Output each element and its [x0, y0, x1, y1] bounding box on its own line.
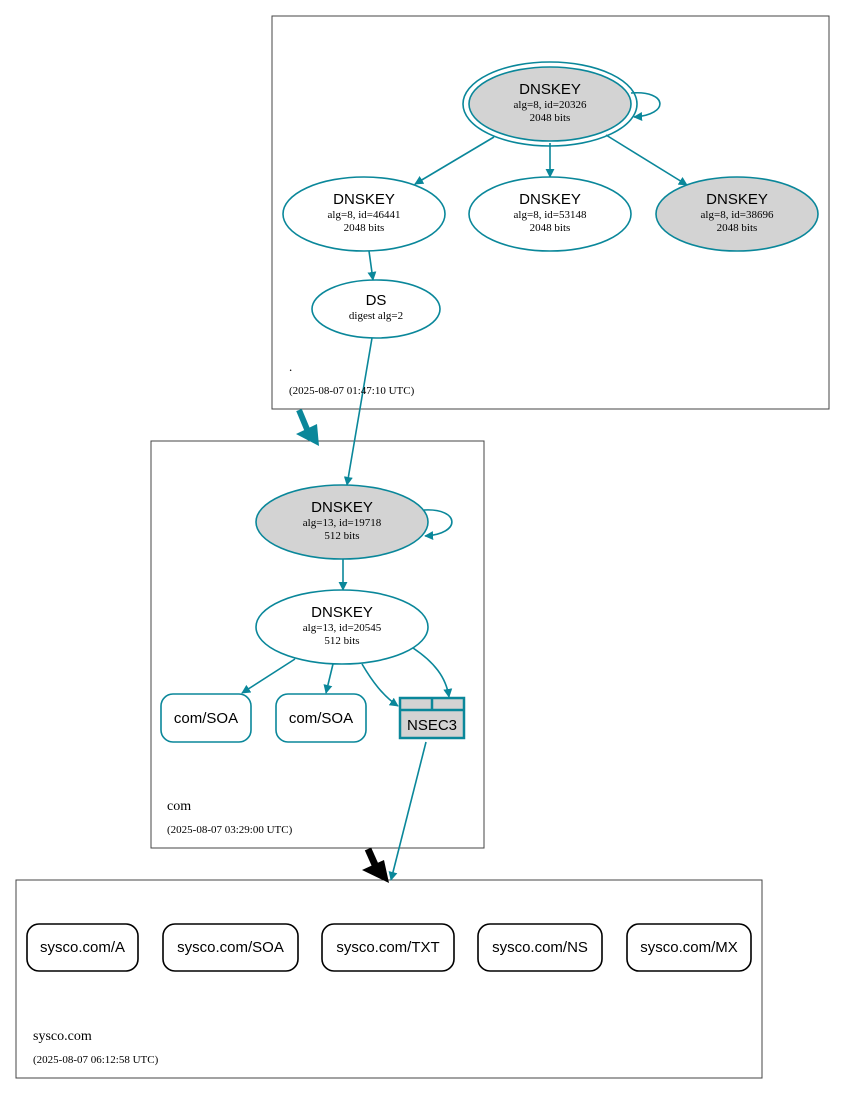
node-detail: alg=8, id=20326 [514, 99, 587, 111]
rrset-label: com/SOA [174, 710, 238, 727]
nsec3-node-com: NSEC3 [398, 696, 466, 740]
node-detail: alg=8, id=46441 [328, 209, 401, 221]
node-detail: alg=13, id=20545 [303, 622, 382, 634]
node-detail: alg=8, id=38696 [701, 209, 774, 221]
rrset-label: com/SOA [289, 710, 353, 727]
rrset-node-sysco-mx: sysco.com/MX [626, 923, 752, 972]
node-detail: 2048 bits [344, 222, 385, 234]
rrset-node-sysco-a: sysco.com/A [26, 923, 139, 972]
edge-root-ksk-self [630, 92, 661, 122]
zone-com-timestamp: (2025-08-07 03:29:00 UTC) [167, 824, 293, 836]
edge-com-zsk-nsec3-a [361, 663, 399, 707]
delegation-arrow-com-sysco [362, 847, 389, 883]
zone-sysco-box [15, 879, 763, 1079]
node-detail: 2048 bits [530, 222, 571, 234]
rrset-node-sysco-soa: sysco.com/SOA [162, 923, 299, 972]
edge-root-ksk-zsk1 [414, 136, 495, 185]
zone-sysco-label: sysco.com [33, 1029, 92, 1044]
node-detail: alg=13, id=19718 [303, 517, 382, 529]
node-title: DS [366, 292, 387, 309]
node-title: DNSKEY [519, 81, 581, 98]
nsec3-label: NSEC3 [407, 717, 457, 734]
dnskey-node-com-ksk: DNSKEY alg=13, id=19718 512 bits [255, 484, 429, 560]
edge-zsk1-ds [367, 250, 377, 281]
dnskey-node-root-zsk-46441: DNSKEY alg=8, id=46441 2048 bits [282, 176, 446, 252]
edge-nsec3-sysco [388, 741, 427, 881]
node-title: DNSKEY [311, 604, 373, 621]
delegation-arrow-root-com [296, 408, 319, 446]
node-title: DNSKEY [519, 191, 581, 208]
node-title: DNSKEY [706, 191, 768, 208]
zone-root-timestamp: (2025-08-07 01:47:10 UTC) [289, 385, 415, 397]
rrset-label: sysco.com/TXT [336, 939, 439, 956]
rrset-label: sysco.com/MX [640, 939, 738, 956]
node-detail: 512 bits [324, 530, 359, 542]
edge-com-zsk-soa1 [241, 658, 296, 694]
edge-root-ksk-zsk3 [605, 134, 688, 186]
node-detail: 512 bits [324, 635, 359, 647]
rrset-node-sysco-txt: sysco.com/TXT [321, 923, 455, 972]
edge-com-zsk-nsec3-b [412, 647, 453, 698]
ds-node-root: DS digest alg=2 [311, 279, 441, 339]
node-detail: 2048 bits [530, 112, 571, 124]
zone-com-label: com [167, 799, 191, 814]
rrset-label: sysco.com/A [40, 939, 125, 956]
rrset-label: sysco.com/SOA [177, 939, 284, 956]
node-detail: digest alg=2 [349, 310, 403, 322]
dnskey-node-com-zsk: DNSKEY alg=13, id=20545 512 bits [255, 589, 429, 665]
rrset-node-com-soa-2: com/SOA [275, 693, 367, 743]
edge-com-zsk-soa2 [323, 663, 334, 694]
dnskey-node-root-zsk-38696: DNSKEY alg=8, id=38696 2048 bits [655, 176, 819, 252]
rrset-node-com-soa-1: com/SOA [160, 693, 252, 743]
zone-root-label: . [289, 359, 292, 374]
edge-com-ksk-self [423, 509, 453, 541]
node-detail: 2048 bits [717, 222, 758, 234]
node-title: DNSKEY [311, 499, 373, 516]
dnskey-node-root-zsk-53148: DNSKEY alg=8, id=53148 2048 bits [468, 176, 632, 252]
rrset-node-sysco-ns: sysco.com/NS [477, 923, 603, 972]
node-title: DNSKEY [333, 191, 395, 208]
zone-sysco-timestamp: (2025-08-07 06:12:58 UTC) [33, 1054, 159, 1066]
zone-root-box [271, 15, 830, 410]
rrset-label: sysco.com/NS [492, 939, 588, 956]
edge-ds-com-ksk [343, 337, 373, 486]
dnskey-node-root-ksk: DNSKEY alg=8, id=20326 2048 bits [462, 61, 638, 147]
node-detail: alg=8, id=53148 [514, 209, 587, 221]
